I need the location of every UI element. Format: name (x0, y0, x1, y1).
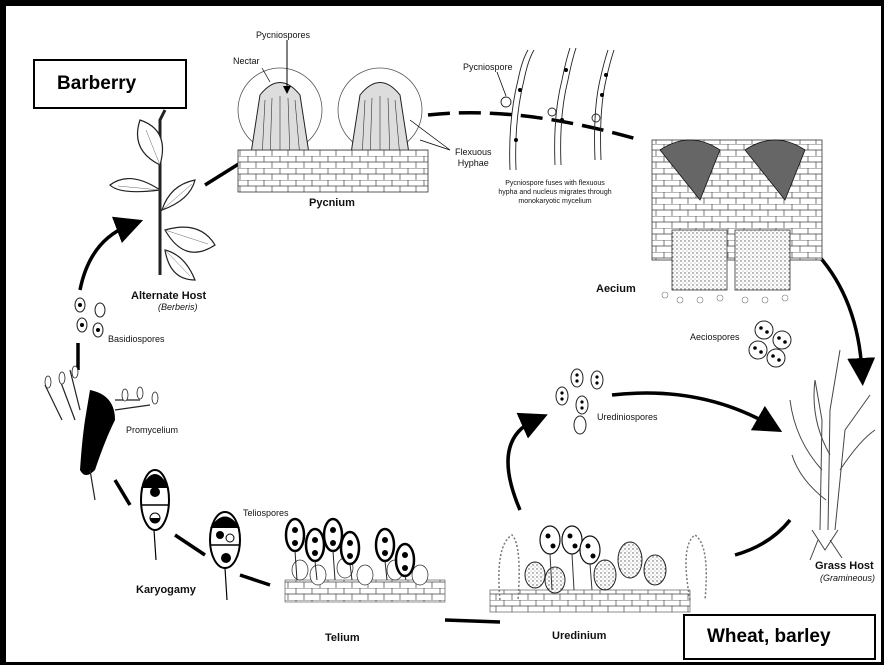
arrow-aecium-to-grass (818, 255, 862, 372)
arrow-telium-to-teliospores (240, 575, 270, 585)
teliospore-detail-drawing (210, 512, 240, 600)
promycelium-label: Promycelium (126, 425, 178, 435)
basidiospores-drawing (75, 298, 105, 337)
flexuous-hyphae-label: Flexuous Hyphae (455, 147, 492, 169)
nectar-label: Nectar (233, 56, 260, 66)
arrow-karyogamy-to-promycelium (115, 480, 130, 505)
barberry-host-label: Barberry (57, 73, 136, 95)
aecium-label: Aecium (596, 283, 636, 295)
arrow-basidiospores-to-barberry (80, 225, 130, 290)
teliospores-label: Teliospores (243, 508, 289, 518)
urediniospores-drawing (556, 369, 603, 434)
arrow-uredinium-to-telium (445, 620, 500, 622)
telium-label: Telium (325, 632, 360, 644)
aeciospores-drawing (749, 321, 791, 367)
uredinium-drawing (490, 526, 706, 612)
arrow-grass-to-uredinium (735, 520, 790, 555)
pycnium-label: Pycnium (309, 197, 355, 209)
aeciospores-label: Aeciospores (690, 332, 740, 342)
karyogamy-drawing (141, 470, 169, 560)
karyogamy-label: Karyogamy (136, 584, 196, 596)
basidiospores-label: Basidiospores (108, 334, 165, 344)
arrow-pycnium-to-aecium (428, 113, 640, 140)
pycnium-drawing (238, 40, 450, 192)
alternate-host-label: Alternate Host (131, 290, 206, 302)
arrow-uredinium-to-urediniospores (508, 420, 535, 510)
uredinium-label: Uredinium (552, 630, 606, 642)
grass-host-label: Grass Host (815, 560, 874, 572)
wheat-barley-host-box: Wheat, barley (683, 614, 876, 660)
grass-host-drawing (790, 350, 875, 560)
aecium-drawing (652, 140, 822, 303)
barberry-plant-drawing (110, 110, 215, 280)
pycniospores-label: Pycniospores (256, 30, 310, 40)
urediniospores-label: Urediniospores (597, 412, 658, 422)
fusion-note-label: Pycniospore fuses with flexuous hypha an… (495, 179, 615, 206)
pycniospore-label: Pycniospore (463, 62, 513, 72)
barberry-host-box: Barberry (33, 59, 187, 109)
hyphae-drawing (497, 48, 614, 170)
alternate-host-sci-label: (Berberis) (158, 302, 198, 312)
telium-drawing (285, 519, 445, 602)
wheat-barley-host-label: Wheat, barley (707, 626, 831, 648)
grass-host-sci-label: (Gramineous) (820, 573, 875, 583)
arrow-teliospores-to-karyogamy (175, 535, 205, 555)
